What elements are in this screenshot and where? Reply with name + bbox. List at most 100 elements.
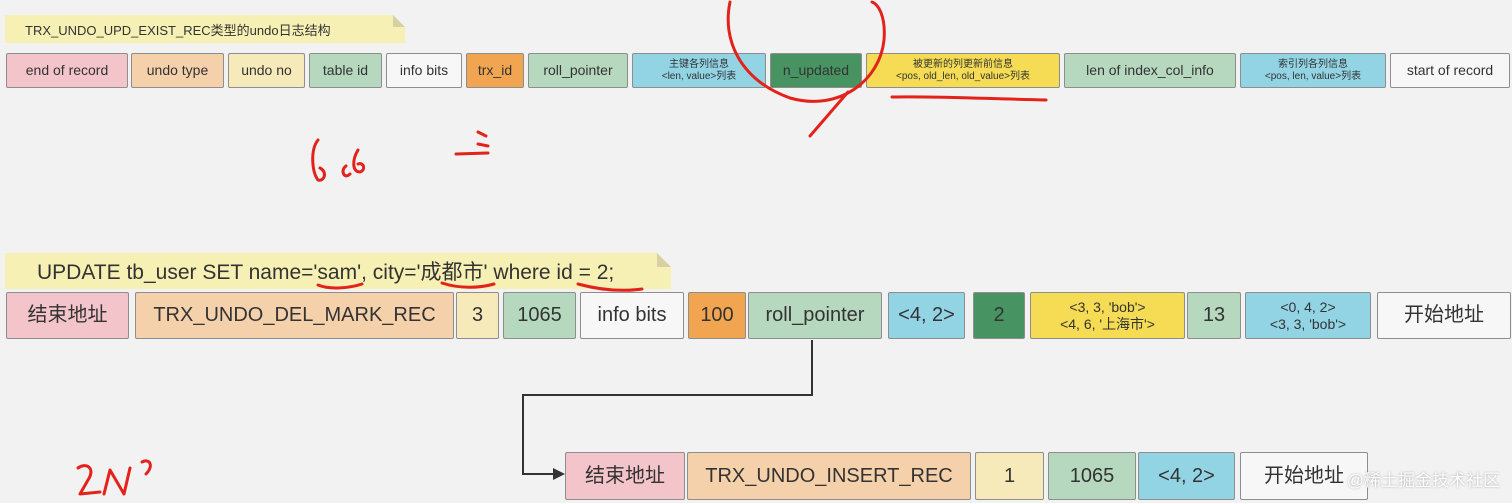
cell-text-line: 主键各列信息 — [669, 59, 729, 70]
cell-text-line: undo no — [241, 62, 292, 79]
cell-text: 开始地址 — [1264, 465, 1344, 488]
cell-text: 13 — [1203, 304, 1225, 327]
old-values-cell: <3, 3, 'bob'><4, 6, '上海市'> — [1030, 292, 1185, 339]
cell-text-line: 索引列各列信息 — [1277, 59, 1348, 70]
cell-text: roll_pointer — [766, 304, 865, 327]
roll-pointer-link — [522, 340, 813, 475]
cell-text-line: 1 — [1003, 464, 1016, 487]
cell-text: 结束地址 — [585, 465, 665, 488]
cell-text-line: 100 — [700, 304, 734, 326]
cell-text: TRX_UNDO_INSERT_REC — [705, 465, 952, 488]
undo-no-field: undo no — [228, 53, 305, 88]
roll-pointer-cell: roll_pointer — [748, 292, 882, 339]
info-bits-cell: info bits — [580, 292, 684, 339]
cell-text: start of record — [1407, 62, 1493, 78]
roll-pointer-field: roll_pointer — [528, 53, 628, 88]
start-address-cell: 开始地址 — [1240, 452, 1368, 500]
cell-text-line: trx_id — [477, 62, 513, 79]
cell-text-line: <3, 3, 'bob'> — [1069, 299, 1146, 316]
cell-text-line: <4, 6, '上海市'> — [1060, 315, 1155, 332]
cell-text: info bits — [598, 304, 667, 327]
cell-text-line: <4, 2> — [1158, 464, 1215, 487]
cell-text-line: <pos, len, value>列表 — [1264, 70, 1362, 82]
cell-text: <3, 3, 'bob'><4, 6, '上海市'> — [1060, 299, 1155, 331]
cell-text: <4, 2> — [898, 304, 955, 327]
cell-text-line: end of record — [25, 62, 109, 79]
start-of-record-field: start of record — [1390, 53, 1510, 88]
undo-no-cell: 3 — [456, 292, 499, 339]
sql-statement-banner: UPDATE tb_user SET name='sam', city='成都市… — [5, 253, 671, 289]
cell-text: end of record — [26, 62, 109, 78]
cell-text: 被更新的列更新前信息<pos, old_len, old_value>列表 — [896, 59, 1030, 82]
undo-type-cell: TRX_UNDO_DEL_MARK_REC — [135, 292, 454, 339]
undo-no-cell: 1 — [975, 452, 1044, 500]
cell-text-line: <4, 2> — [898, 304, 955, 326]
index-col-len-cell: 13 — [1187, 292, 1241, 339]
red-underline-sam — [316, 282, 364, 290]
red-underline-old-values — [890, 95, 1048, 102]
red-scribble-6 — [311, 138, 326, 182]
cell-text: roll_pointer — [543, 62, 612, 78]
cell-text: 结束地址 — [28, 304, 108, 327]
cell-text-line: <len, value>列表 — [661, 70, 737, 82]
red-scribble-o6 — [341, 148, 366, 178]
cell-text-line: 1065 — [1069, 464, 1115, 487]
cell-text-line: info bits — [399, 62, 449, 79]
n-updated-field: n_updated — [770, 53, 862, 88]
cell-text-line: 3 — [471, 304, 484, 326]
cell-text-line: start of record — [1406, 62, 1494, 79]
table-id-field: table id — [309, 53, 382, 88]
cell-text-line: 1065 — [517, 304, 562, 326]
cell-text: <0, 4, 2><3, 3, 'bob'> — [1270, 299, 1346, 331]
cell-text-line: len of index_col_info — [1086, 62, 1214, 79]
cell-text: table id — [323, 62, 368, 78]
cell-text: n_updated — [783, 62, 849, 78]
start-address-cell: 开始地址 — [1377, 292, 1511, 339]
cell-text: 2 — [993, 304, 1004, 327]
primary-key-cell: <4, 2> — [888, 292, 965, 339]
cell-text: 索引列各列信息<pos, len, value>列表 — [1265, 59, 1361, 82]
cell-text-line: 结束地址 — [585, 464, 665, 487]
format-title-text: TRX_UNDO_UPD_EXIST_REC类型的undo日志结构 — [25, 22, 331, 38]
index-columns-cell: <0, 4, 2><3, 3, 'bob'> — [1245, 292, 1371, 339]
cell-text-line: roll_pointer — [543, 62, 613, 79]
roll-pointer-arrowhead — [553, 468, 565, 480]
end-address-cell: 结束地址 — [565, 452, 685, 500]
cell-text: 开始地址 — [1404, 304, 1484, 327]
cell-text-line: roll_pointer — [765, 304, 865, 326]
table-id-cell: 1065 — [503, 292, 576, 339]
cell-text: undo type — [147, 62, 209, 78]
red-scribble-bottom — [76, 459, 152, 496]
trx-id-cell: 100 — [688, 292, 746, 339]
index-columns-field: 索引列各列信息<pos, len, value>列表 — [1240, 53, 1386, 88]
cell-text: 主键各列信息<len, value>列表 — [662, 59, 737, 82]
end-of-record-field: end of record — [6, 53, 128, 88]
format-title: TRX_UNDO_UPD_EXIST_REC类型的undo日志结构 — [5, 15, 405, 43]
red-underline-id — [576, 282, 644, 292]
cell-text-line: 2 — [993, 304, 1005, 326]
cell-text: undo no — [241, 62, 292, 78]
cell-text-line: 开始地址 — [1264, 464, 1344, 487]
cell-text-line: TRX_UNDO_INSERT_REC — [705, 464, 953, 487]
end-address-cell: 结束地址 — [6, 292, 129, 339]
cell-text: 1065 — [517, 304, 562, 327]
cell-text-line: 被更新的列更新前信息 — [912, 59, 1013, 70]
table-id-cell: 1065 — [1048, 452, 1136, 500]
cell-text: 1 — [1004, 465, 1015, 488]
red-scribble-dash — [454, 130, 490, 156]
trx-id-field: trx_id — [466, 53, 524, 88]
red-slash-annotation — [808, 90, 850, 138]
cell-text: info bits — [400, 62, 448, 78]
cell-text: TRX_UNDO_DEL_MARK_REC — [153, 304, 435, 327]
cell-text-line: <0, 4, 2> — [1280, 299, 1336, 316]
note-fold — [657, 253, 671, 267]
primary-key-columns-field: 主键各列信息<len, value>列表 — [632, 53, 766, 88]
cell-text-line: 13 — [1202, 304, 1226, 326]
old-values-field: 被更新的列更新前信息<pos, old_len, old_value>列表 — [866, 53, 1060, 88]
cell-text: 1065 — [1070, 465, 1115, 488]
cell-text-line: <pos, old_len, old_value>列表 — [896, 70, 1030, 82]
red-underline-city — [440, 281, 496, 289]
cell-text-line: info bits — [597, 304, 667, 326]
n-updated-cell: 2 — [973, 292, 1025, 339]
